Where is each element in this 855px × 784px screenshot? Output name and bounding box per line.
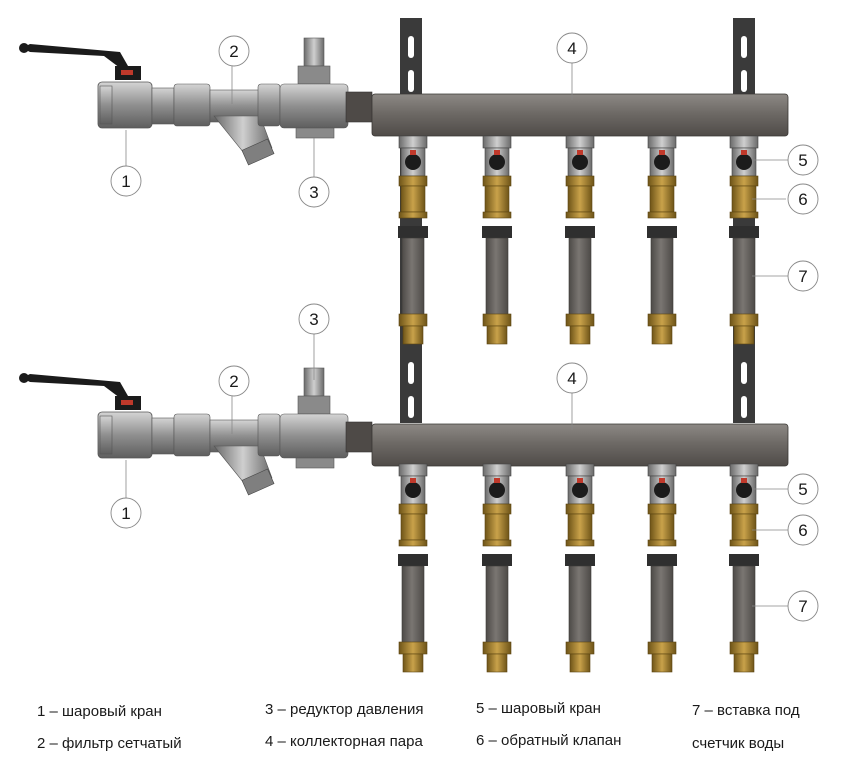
outlet-branches-top <box>397 135 760 345</box>
callout-4-top: 4 <box>567 39 576 58</box>
callout-5-bottom: 5 <box>798 480 807 499</box>
callout-1-bottom: 1 <box>121 504 130 523</box>
manifold-pipe-top <box>371 93 789 137</box>
callout-1-top: 1 <box>121 172 130 191</box>
callout-3-bottom: 3 <box>309 310 318 329</box>
callout-6-top: 6 <box>798 190 807 209</box>
callout-7-bottom: 7 <box>798 597 807 616</box>
wall-bracket-right <box>733 18 755 423</box>
top-assembly: 1 2 3 4 5 6 7 <box>18 32 819 345</box>
manifold-diagram: 1 2 3 4 5 6 7 <box>18 18 819 673</box>
legend-item-3: 3 – редуктор давления <box>265 701 424 718</box>
callout-2-top: 2 <box>229 42 238 61</box>
callout-7-top: 7 <box>798 267 807 286</box>
legend-item-7-line1: 7 – вставка под <box>692 702 800 719</box>
legend-item-4: 4 – коллекторная пара <box>265 733 423 750</box>
callout-2-bottom: 2 <box>229 372 238 391</box>
manifold-pipe-bottom <box>371 423 789 467</box>
callout-3-top: 3 <box>309 183 318 202</box>
outlet-branches-bottom <box>397 463 760 673</box>
callout-4-bottom: 4 <box>567 369 576 388</box>
legend-item-7-line2: счетчик воды <box>692 735 785 752</box>
legend-item-2: 2 – фильтр сетчатый <box>37 735 182 752</box>
bottom-assembly: 1 2 3 4 5 6 7 <box>18 303 819 673</box>
legend-item-6: 6 – обратный клапан <box>476 732 622 749</box>
callout-6-bottom: 6 <box>798 521 807 540</box>
legend-item-1: 1 – шаровый кран <box>37 703 162 720</box>
legend-item-5: 5 – шаровый кран <box>476 700 601 717</box>
wall-bracket-left <box>400 18 422 423</box>
callout-5-top: 5 <box>798 151 807 170</box>
